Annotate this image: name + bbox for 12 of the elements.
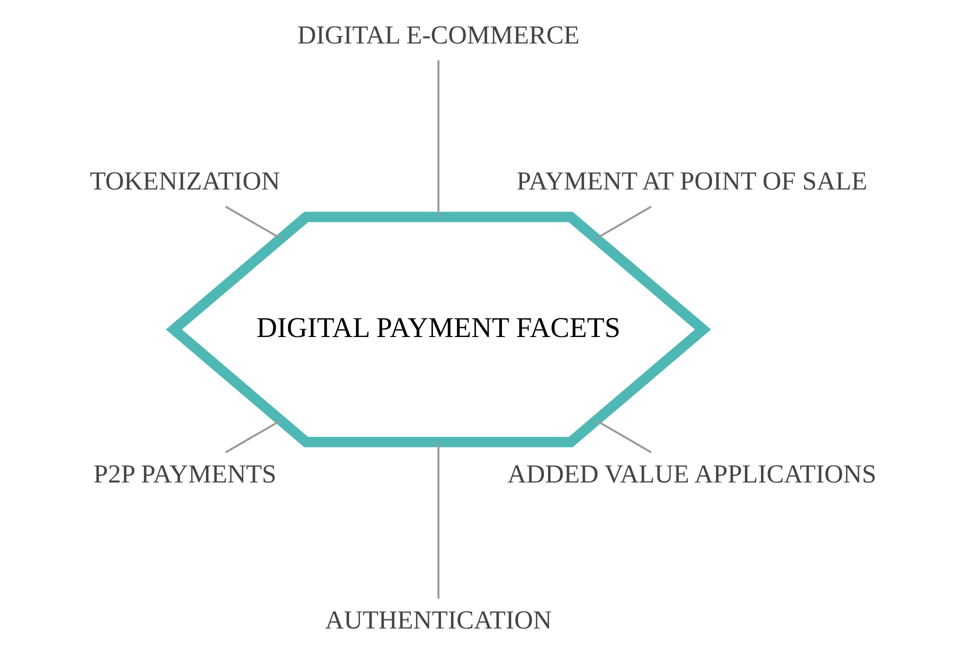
node-text: ADDED VALUE APPLICATIONS [508,459,876,488]
node-text: TOKENIZATION [90,166,280,196]
connector [596,420,652,454]
connector [437,442,440,599]
connector [596,206,652,240]
node-text: P2P PAYMENTS [94,459,276,488]
connector [225,206,281,240]
node-text: PAYMENT AT POINT OF SALE [516,166,868,196]
connector [437,60,440,217]
node-text: AUTHENTICATION [325,606,552,635]
connector [225,420,281,454]
node-text: DIGITAL E-COMMERCE [297,20,580,50]
